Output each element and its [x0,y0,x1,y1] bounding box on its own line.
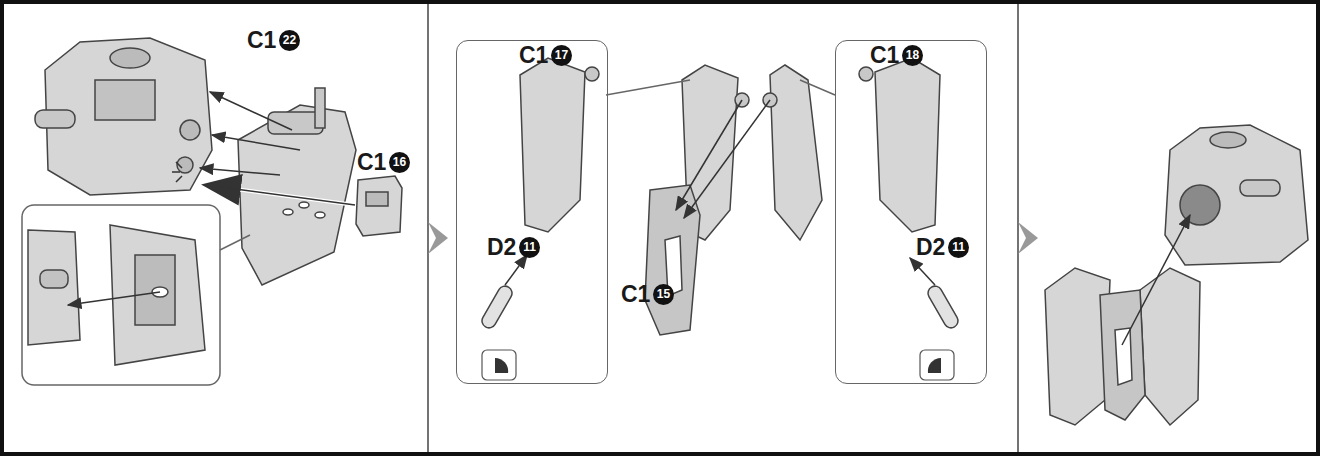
callout-number: 22 [279,30,300,51]
callout-number: 11 [519,237,540,258]
part-name: D2 [487,235,516,259]
part-name: C1 [519,43,548,67]
callout-number: 15 [653,284,674,305]
callout-number: 11 [948,237,969,258]
part-name: C1 [621,282,650,306]
callout-number: 17 [551,45,572,66]
part-name: C1 [247,28,276,52]
callout-number: 18 [902,45,923,66]
callout-number: 16 [389,152,410,173]
part-name: D2 [916,235,945,259]
part-name: C1 [870,43,899,67]
callout-frame: C117D211 [456,40,608,384]
callout-frame: C118D211 [835,40,987,384]
part-name: C1 [357,150,386,174]
